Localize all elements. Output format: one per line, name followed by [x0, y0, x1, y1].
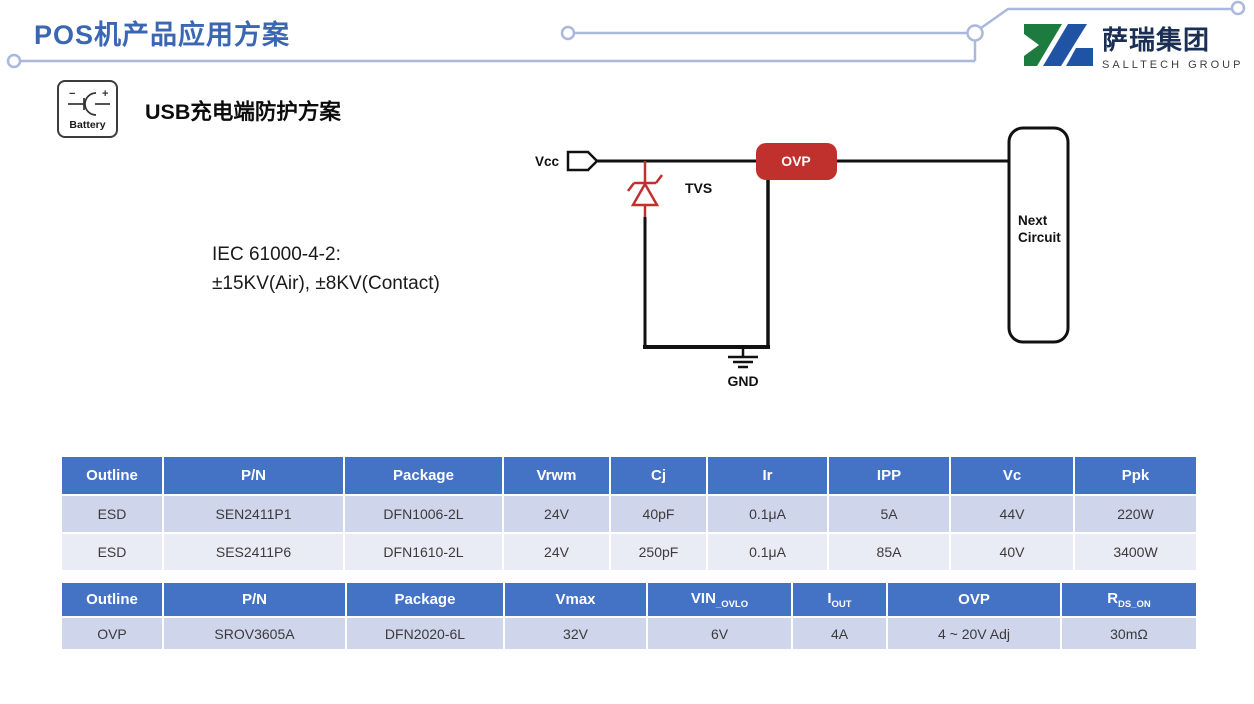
heading-cn: 充电端防护方案	[190, 100, 341, 124]
column-header: RDS_ON	[1060, 581, 1198, 618]
iec-note-line2: ±15KV(Air), ±8KV(Contact)	[212, 273, 440, 294]
table-cell: 5A	[827, 494, 951, 534]
table-cell: 4A	[791, 616, 888, 651]
company-logo: 萨瑞集团 SALLTECH GROUP	[1020, 20, 1240, 74]
ovp-block	[756, 143, 837, 180]
battery-symbol-icon: − +	[68, 88, 110, 116]
column-header: Cj	[609, 455, 708, 496]
table-cell: 44V	[949, 494, 1075, 534]
column-header: Ppk	[1073, 455, 1198, 496]
decorative-circuit-lines	[6, 0, 1246, 69]
table-cell: 40V	[949, 532, 1075, 572]
column-header: VIN_OVLO	[646, 581, 793, 618]
column-header: IPP	[827, 455, 951, 496]
vcc-label: Vcc	[535, 154, 560, 169]
column-header: IOUT	[791, 581, 888, 618]
table-cell: OVP	[60, 616, 164, 651]
logo-name-en: SALLTECH GROUP	[1102, 59, 1244, 71]
heading-prefix: USB	[145, 100, 191, 124]
column-header: Vrwm	[502, 455, 611, 496]
logo-name-cn: 萨瑞集团	[1102, 25, 1211, 55]
column-header: Ir	[706, 455, 829, 496]
column-header: Package	[343, 455, 504, 496]
table-cell: DFN1610-2L	[343, 532, 504, 572]
next-circuit-block	[1007, 126, 1070, 344]
ovp-block-label: OVP	[781, 153, 811, 169]
svg-text:−: −	[69, 88, 75, 100]
column-header: Package	[345, 581, 505, 618]
ovp-spec-table: Outline P/N Package Vmax VIN_OVLO IOUT O…	[60, 581, 1198, 651]
column-header: Outline	[60, 581, 164, 618]
column-header: OVP	[886, 581, 1062, 618]
tvs-label: TVS	[685, 180, 712, 196]
table-cell: 24V	[502, 532, 611, 572]
table-cell: ESD	[60, 532, 164, 572]
battery-icon-label: Battery	[69, 119, 106, 131]
iec-note-line1: IEC 61000-4-2:	[212, 244, 341, 265]
gnd-label: GND	[727, 373, 758, 389]
table-cell: ESD	[60, 494, 164, 534]
table-cell: DFN2020-6L	[345, 616, 505, 651]
vcc-connector-icon	[566, 150, 599, 172]
table-cell: 0.1μA	[706, 532, 829, 572]
table-row: ESD SES2411P6 DFN1610-2L 24V 250pF 0.1μA…	[60, 532, 1198, 572]
column-header: Outline	[60, 455, 164, 496]
table-cell: SEN2411P1	[162, 494, 345, 534]
table-cell: 0.1μA	[706, 494, 829, 534]
battery-icon: − + Battery	[57, 80, 118, 138]
next-circuit-label-line2: Circuit	[1018, 230, 1061, 245]
table-row: ESD SEN2411P1 DFN1006-2L 24V 40pF 0.1μA …	[60, 494, 1198, 534]
ovp-table-header-row: Outline P/N Package Vmax VIN_OVLO IOUT O…	[60, 581, 1198, 618]
iec-standard-note: IEC 61000-4-2: ±15KV(Air), ±8KV(Contact)	[212, 240, 440, 298]
esd-spec-table: Outline P/N Package Vrwm Cj Ir IPP Vc Pp…	[60, 455, 1198, 572]
table-cell: 250pF	[609, 532, 708, 572]
table-cell: 30mΩ	[1060, 616, 1198, 651]
column-header: Vmax	[503, 581, 648, 618]
svg-text:+: +	[102, 88, 108, 100]
table-cell: 24V	[502, 494, 611, 534]
logo-text: 萨瑞集团 SALLTECH GROUP	[1102, 20, 1242, 71]
section-heading: USB充电端防护方案	[145, 95, 341, 126]
table-row: OVP SROV3605A DFN2020-6L 32V 6V 4A 4 ~ 2…	[60, 616, 1198, 651]
table-cell: 32V	[503, 616, 648, 651]
table-cell: 85A	[827, 532, 951, 572]
esd-table-header-row: Outline P/N Package Vrwm Cj Ir IPP Vc Pp…	[60, 455, 1198, 496]
column-header: P/N	[162, 581, 347, 618]
page-title: POS机产品应用方案	[34, 20, 291, 50]
circuit-diagram: Vcc TVS OVP GND Next Circuit	[535, 126, 1070, 389]
table-cell: 4 ~ 20V Adj	[886, 616, 1062, 651]
table-cell: 3400W	[1073, 532, 1198, 572]
table-cell: DFN1006-2L	[343, 494, 504, 534]
next-circuit-label-line1: Next	[1018, 213, 1048, 228]
tvs-diode-icon	[630, 181, 660, 207]
ground-icon	[728, 347, 758, 369]
salltech-logo-icon	[1024, 24, 1093, 66]
column-header: Vc	[949, 455, 1075, 496]
column-header: P/N	[162, 455, 345, 496]
table-cell: 220W	[1073, 494, 1198, 534]
table-cell: 40pF	[609, 494, 708, 534]
table-cell: SES2411P6	[162, 532, 345, 572]
table-cell: 6V	[646, 616, 793, 651]
table-cell: SROV3605A	[162, 616, 347, 651]
